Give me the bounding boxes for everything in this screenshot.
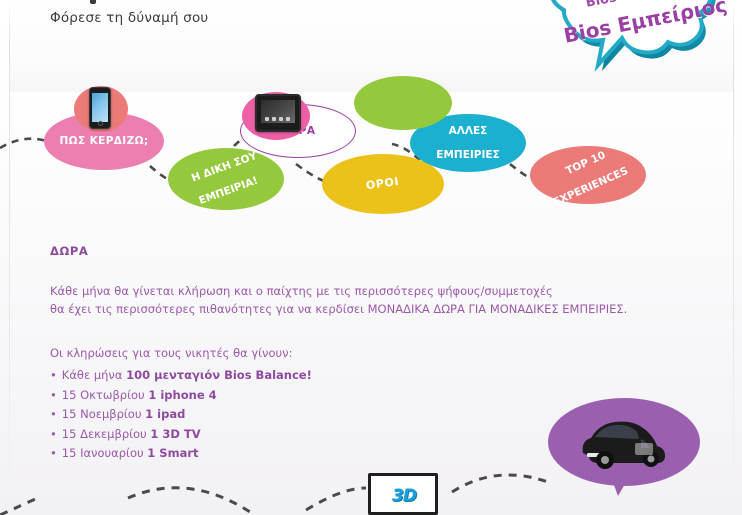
list-item: 15 Ιανουαρίου 1 Smart	[50, 444, 650, 464]
tv-3d-label: 3D	[392, 486, 417, 506]
nav-bubble-your-experience-label: Η ΔΙΚΗ ΣΟΥ ΕΜΠΕΙΡΙΑ!	[189, 150, 263, 207]
prize-date-3: 15 Δεκεμβρίου	[61, 426, 151, 441]
smart-car-icon	[575, 413, 671, 471]
ipad-icon	[255, 94, 301, 132]
nav-bubble-how-i-win-label: ΠΩΣ ΚΕΡΔΙΖΩ;	[59, 134, 149, 147]
intro-paragraph: Κάθε μήνα θα γίνεται κλήρωση και ο παίχτ…	[50, 282, 650, 318]
draws-intro: Οι κληρώσεις για τους νικητές θα γίνουν:	[50, 346, 293, 360]
page-title: ΔΩΡΑ	[50, 244, 89, 258]
iphone-home-button	[97, 121, 103, 126]
nav-other-line2: ΕΜΠΕΙΡΙΕΣ	[436, 149, 500, 162]
prize-name-4: 1 Smart	[147, 446, 199, 460]
prize-connector-dashes	[0, 473, 549, 515]
prize-name-1: 1 iphone 4	[148, 387, 217, 402]
intro-paragraph-line1: Κάθε μήνα θα γίνεται κλήρωση και ο παίχτ…	[50, 284, 553, 298]
iphone-screen	[92, 93, 108, 122]
nav-bubble-terms-label: ΟΡΟΙ	[365, 174, 401, 192]
iphone-icon	[89, 87, 111, 129]
ipad-app-dots	[265, 117, 290, 121]
list-item: 15 Οκτωβρίου 1 iphone 4	[50, 386, 650, 406]
prize-name-2: 1 ipad	[145, 407, 186, 421]
prize-date-1: 15 Οκτωβρίου	[61, 387, 149, 402]
prize-name-3: 1 3D TV	[150, 426, 201, 441]
nav-bubble-other-experiences-label: ΑΛΛΕΣ ΕΜΠΕΙΡΙΕΣ	[436, 125, 499, 161]
list-item: Κάθε μήνα 100 μενταγιόν Bios Balance!	[50, 366, 650, 386]
nav-bubble-top-10[interactable]: TOP 10 EXPERIENCES	[530, 146, 646, 209]
brand-tagline: Φόρεσε τη δύναμή σου	[50, 10, 209, 26]
prize-3d-tv-oval	[354, 76, 452, 130]
list-item: 15 Δεκεμβρίου 1 3D TV	[50, 425, 650, 445]
logo-mark[interactable]	[90, 0, 96, 4]
tv-stand	[398, 513, 410, 515]
nav-bubble-other-experiences[interactable]: ΑΛΛΕΣ ΕΜΠΕΙΡΙΕΣ	[410, 114, 526, 172]
nav-bubble-your-experience[interactable]: Η ΔΙΚΗ ΣΟΥ ΕΜΠΕΙΡΙΑ!	[168, 148, 284, 210]
prize-date-2: 15 Νοεμβρίου	[61, 407, 146, 421]
prize-draw-list: Κάθε μήνα 100 μενταγιόν Bios Balance! 15…	[50, 366, 650, 464]
main-content: ΔΩΡΑ Κάθε μήνα θα γίνεται κλήρωση και ο …	[50, 244, 650, 464]
cloud-speech-bubble: Bios Bios Εμπείριος	[524, 0, 742, 110]
prize-date-0: Κάθε μήνα	[61, 368, 127, 382]
nav-other-line1: ΑΛΛΕΣ	[448, 124, 488, 137]
list-item: 15 Νοεμβρίου 1 ipad	[50, 405, 650, 425]
nav-bubble-top-10-label: TOP 10 EXPERIENCES	[545, 149, 631, 208]
prize-date-4: 15 Ιανουαρίου	[61, 446, 148, 460]
prize-image-row	[0, 392, 742, 515]
intro-paragraph-line2: θα έχει τις περισσότερες πιθανότητες για…	[50, 302, 628, 316]
prize-name-0: 100 μενταγιόν Bios Balance!	[126, 368, 312, 382]
nav-bubble-terms[interactable]: ΟΡΟΙ	[322, 154, 444, 214]
